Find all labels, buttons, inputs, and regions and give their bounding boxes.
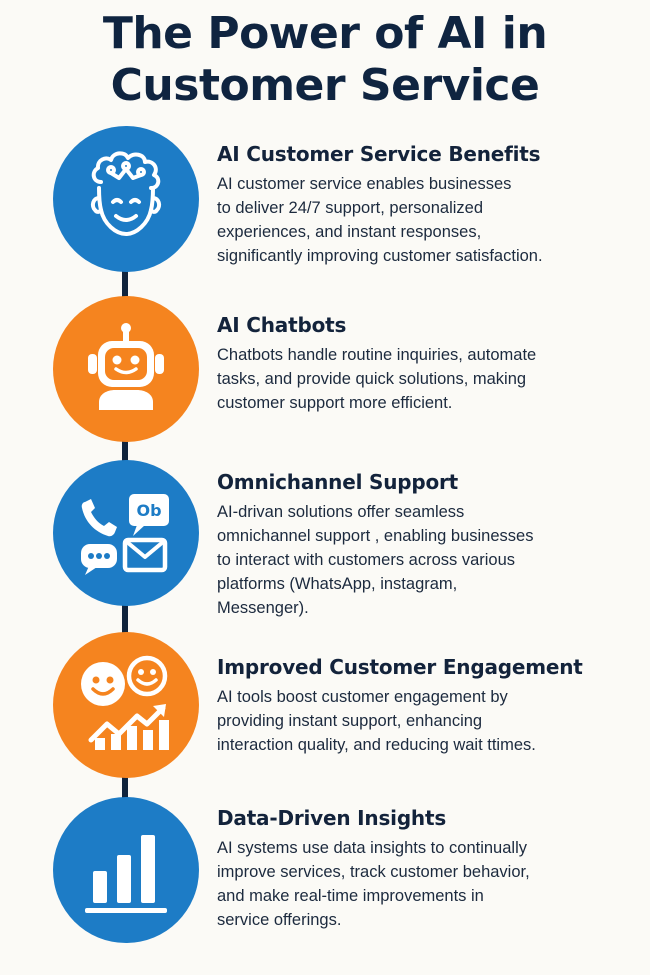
- page-title: The Power of AI in Customer Service: [0, 8, 650, 112]
- brain-face-icon: [53, 126, 199, 272]
- item-title: AI Chatbots: [217, 313, 347, 337]
- title-line-1: The Power of AI in: [102, 8, 548, 59]
- item-title: Improved Customer Engagement: [217, 655, 583, 679]
- item-title: AI Customer Service Benefits: [217, 142, 541, 166]
- item-description: AI systems use data insights to continua…: [217, 839, 530, 929]
- item-ai-benefits: AI Customer Service Benefits AI customer…: [217, 141, 637, 268]
- multichannel-icon: Ob: [53, 460, 199, 606]
- smiley-growth-icon: [53, 632, 199, 778]
- chat-bubble-text: Ob: [136, 501, 161, 520]
- item-omnichannel: Omnichannel Support AI-drivan solutions …: [217, 469, 637, 620]
- item-data-insights: Data-Driven Insights AI systems use data…: [217, 805, 637, 932]
- item-title: Data-Driven Insights: [217, 806, 447, 830]
- item-ai-chatbots: AI Chatbots Chatbots handle routine inqu…: [217, 312, 637, 415]
- title-line-2: Customer Service: [110, 60, 540, 111]
- item-description: AI-drivan solutions offer seamless omnic…: [217, 503, 534, 617]
- item-engagement: Improved Customer Engagement AI tools bo…: [217, 654, 637, 757]
- robot-icon: [53, 296, 199, 442]
- bar-chart-icon: [53, 797, 199, 943]
- item-description: Chatbots handle routine inquiries, autom…: [217, 346, 537, 412]
- item-description: AI tools boost customer engagement by pr…: [217, 688, 536, 754]
- item-description: AI customer service enables businesses t…: [217, 175, 543, 265]
- item-title: Omnichannel Support: [217, 470, 459, 494]
